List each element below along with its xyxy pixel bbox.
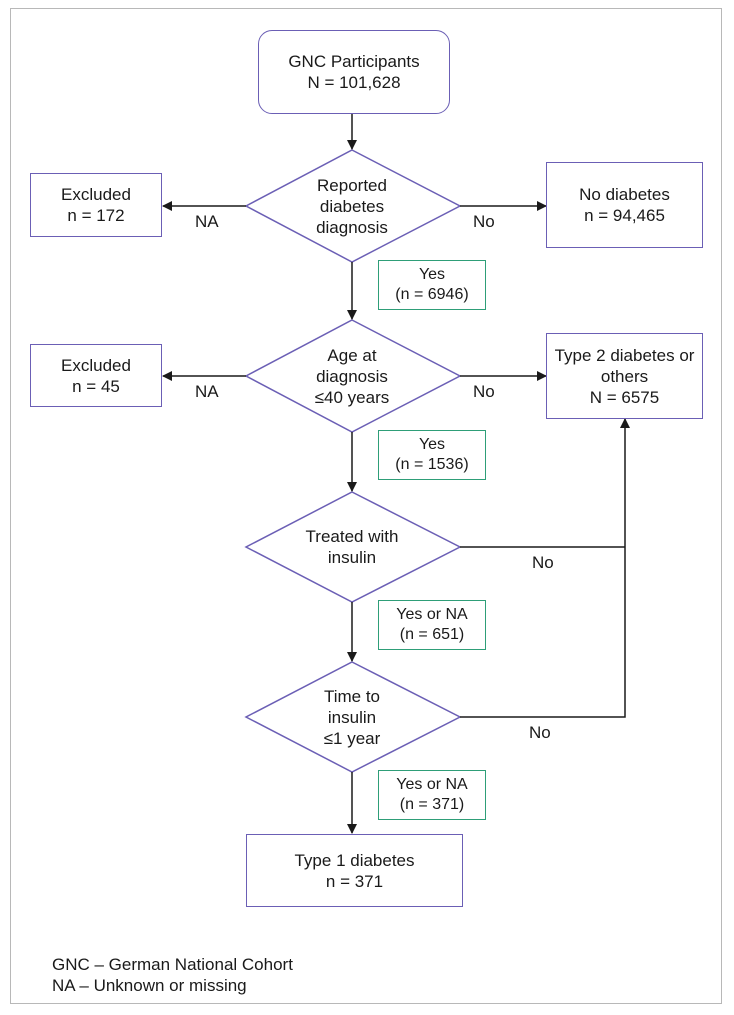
decision-time-line1: Time to [323, 686, 381, 706]
decision-reported-line2: diabetes [319, 196, 385, 216]
node-excluded-1-title: Excluded [61, 185, 131, 204]
node-excluded-1: Excluded n = 172 [30, 173, 162, 237]
line-time-no-to-type2 [460, 418, 630, 718]
legend-gnc: GNC – German National Cohort [52, 955, 293, 974]
count-box-yes-2-count: (n = 1536) [395, 456, 469, 473]
node-gnc-participants-count: N = 101,628 [307, 73, 401, 92]
count-box-yes-or-na-2-label: Yes or NA [396, 776, 468, 793]
node-excluded-1-count: n = 172 [67, 206, 125, 225]
decision-insulin-text: Treated with insulin [276, 517, 428, 577]
count-box-yes-1-count: (n = 6946) [395, 286, 469, 303]
decision-reported-text: Reported diabetes diagnosis [276, 166, 428, 246]
count-box-yes-or-na-1: Yes or NA (n = 651) [378, 600, 486, 650]
decision-age-text: Age at diagnosis ≤40 years [276, 336, 428, 416]
count-box-yes-2-label: Yes [418, 436, 446, 453]
edge-label-no-3: No [532, 553, 554, 572]
decision-reported-line3: diagnosis [316, 217, 388, 237]
edge-label-no-4: No [529, 723, 551, 742]
edge-label-no-2: No [473, 382, 495, 401]
count-box-yes-or-na-1-count: (n = 651) [399, 626, 465, 643]
decision-age-line3: ≤40 years [314, 387, 390, 407]
node-type1-diabetes: Type 1 diabetes n = 371 [246, 834, 463, 907]
node-no-diabetes-title: No diabetes [579, 185, 670, 204]
node-excluded-2-title: Excluded [61, 355, 131, 375]
edge-label-na-1: NA [195, 212, 219, 231]
edge-label-na-2: NA [195, 382, 219, 401]
count-box-yes-or-na-2-count: (n = 371) [399, 796, 465, 813]
decision-reported-line1: Reported [317, 175, 387, 195]
decision-age-line1: Age at [327, 345, 377, 365]
legend-na: NA – Unknown or missing [52, 976, 247, 995]
count-box-yes-1: Yes (n = 6946) [378, 260, 486, 310]
decision-insulin-line1: Treated with [305, 527, 399, 546]
decision-insulin-line2: insulin [327, 548, 377, 567]
node-type1-count: n = 371 [325, 871, 384, 891]
decision-age-line2: diagnosis [316, 366, 388, 386]
node-type2-count: N = 6575 [589, 387, 660, 407]
count-box-yes-or-na-1-label: Yes or NA [396, 606, 468, 623]
node-type2-title: Type 2 diabetes or [554, 345, 695, 365]
node-type2-diabetes: Type 2 diabetes or others N = 6575 [546, 333, 703, 419]
node-no-diabetes-count: n = 94,465 [584, 206, 665, 225]
figure-frame [10, 8, 722, 1004]
node-type2-subtitle: others [600, 366, 649, 386]
count-box-yes-2: Yes (n = 1536) [378, 430, 486, 480]
node-no-diabetes: No diabetes n = 94,465 [546, 162, 703, 248]
count-box-yes-1-label: Yes [418, 266, 446, 283]
decision-time-line2: insulin [327, 707, 377, 727]
edge-label-no-1: No [473, 212, 495, 231]
node-type1-title: Type 1 diabetes [294, 850, 415, 870]
count-box-yes-or-na-2: Yes or NA (n = 371) [378, 770, 486, 820]
decision-time-text: Time to insulin ≤1 year [276, 677, 428, 757]
node-excluded-2: Excluded n = 45 [30, 344, 162, 407]
node-gnc-participants-title: GNC Participants [288, 52, 420, 71]
node-excluded-2-count: n = 45 [72, 376, 120, 396]
node-gnc-participants: GNC Participants N = 101,628 [258, 30, 450, 114]
decision-time-line3: ≤1 year [323, 728, 381, 748]
